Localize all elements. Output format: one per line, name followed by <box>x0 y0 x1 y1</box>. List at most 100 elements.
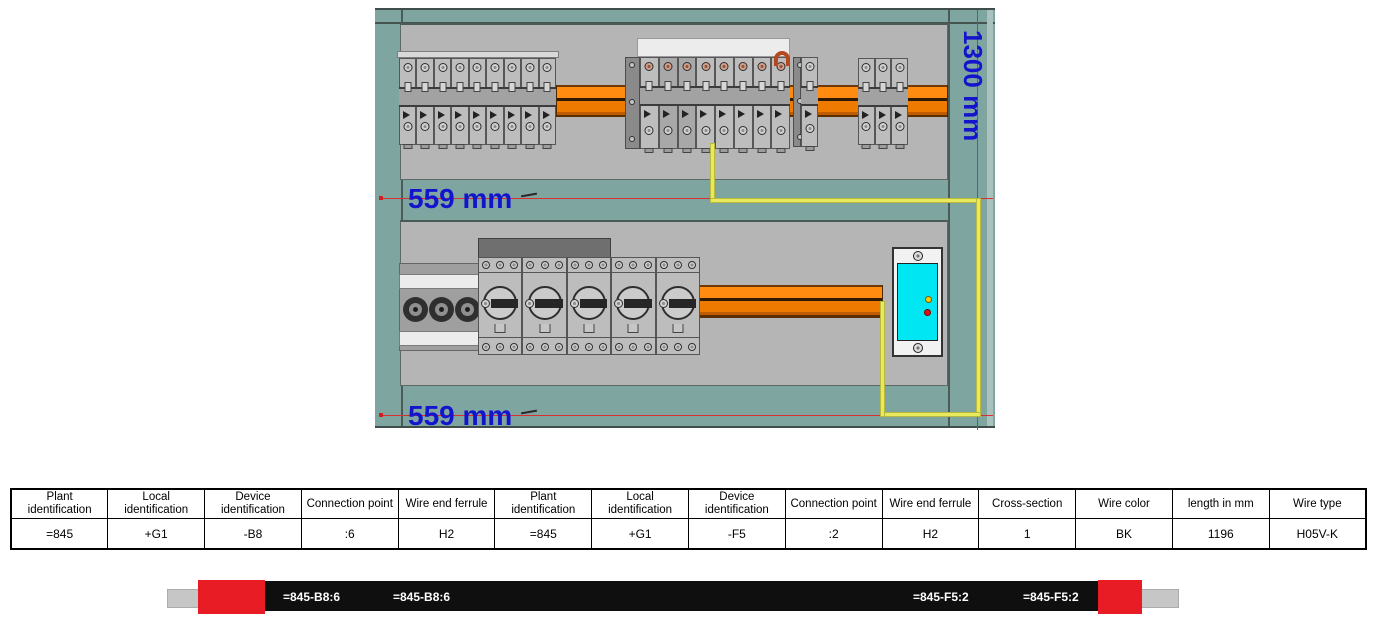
cell-length: 1196 <box>1171 518 1270 550</box>
lever-arrow-icon <box>681 110 689 118</box>
col-header: Connection point <box>300 488 399 520</box>
rotary-handle-bar <box>579 299 608 308</box>
din-clip <box>896 82 904 92</box>
bottom-terminals <box>523 343 565 351</box>
dimension-line-bottom <box>380 415 993 416</box>
table-header-row: Plant identification Local identificatio… <box>10 488 1367 520</box>
circuit-breaker-module <box>696 57 715 153</box>
cabinet-frame-edge <box>948 10 950 426</box>
lever-arrow-icon <box>805 110 812 118</box>
bottom-terminal-tab <box>682 148 692 153</box>
din-clip <box>404 82 412 92</box>
terminal-screw-icon <box>895 122 905 131</box>
lever-arrow-icon <box>437 111 445 119</box>
bottom-terminals <box>657 343 699 351</box>
circuit-breaker-module <box>538 58 556 149</box>
terminal-screw-icon <box>805 62 814 71</box>
cell-wire-type: H05V-K <box>1268 518 1367 550</box>
din-clip <box>758 81 766 91</box>
cable-gland-icon <box>429 297 454 322</box>
din-clip <box>777 81 785 91</box>
rotary-handle-bar <box>668 299 697 308</box>
col-header: Cross-section <box>978 488 1077 520</box>
cell-wire-color: BK <box>1075 518 1173 550</box>
screw-icon <box>481 299 490 308</box>
terminal-screw-icon <box>472 122 482 131</box>
din-clip <box>664 81 672 91</box>
lever-arrow-icon <box>756 110 764 118</box>
top-terminals <box>479 261 521 269</box>
circuit-breaker-module <box>858 58 875 149</box>
bottom-terminal-tab <box>490 144 500 149</box>
wire-route-segment <box>976 198 981 417</box>
wire-route-segment <box>880 301 885 417</box>
dimension-label-width-bottom: 559 mm <box>408 400 513 431</box>
comb-busbar-fork-icon <box>774 51 790 66</box>
din-clip <box>456 82 464 92</box>
wire-label: =845-F5:2 <box>913 590 969 604</box>
terminal-screw-icon <box>403 122 413 131</box>
dimension-tick <box>520 192 538 198</box>
terminal-screw-icon <box>663 62 673 71</box>
lever-arrow-icon <box>507 111 515 119</box>
terminal-screw-icon <box>805 124 814 133</box>
motor-starter-module <box>566 257 612 355</box>
lever-arrow-icon <box>644 110 651 118</box>
col-header: Device identification <box>687 488 786 520</box>
col-header: Connection point <box>784 488 883 520</box>
terminal-screw-icon <box>701 62 711 71</box>
cell-plant-id-source: =845 <box>10 518 109 550</box>
din-clip <box>421 82 429 92</box>
lever-arrow-icon <box>542 111 550 119</box>
bottom-terminal-tab <box>861 144 871 149</box>
motor-starter-module <box>655 257 701 355</box>
terminal-screw-icon <box>738 62 748 71</box>
dimension-endpoint <box>379 196 383 200</box>
terminal-screw-icon <box>525 63 535 72</box>
col-header: Wire end ferrule <box>881 488 980 520</box>
circuit-breaker-module <box>521 58 539 149</box>
terminal-screw-icon <box>420 63 430 72</box>
lever-arrow-icon <box>472 111 480 119</box>
terminal-screw-icon <box>757 62 767 71</box>
lever-arrow-icon <box>403 111 410 119</box>
terminal-screw-icon <box>455 122 465 131</box>
bottom-terminal-tab <box>805 146 814 151</box>
circuit-breaker-module <box>468 58 487 149</box>
rotary-handle-bar <box>624 299 652 308</box>
circuit-breaker-module <box>451 58 469 149</box>
bottom-terminal-tab <box>663 148 673 153</box>
cabinet-side-panel <box>987 10 993 426</box>
terminal-screw-icon <box>490 63 500 72</box>
din-clip <box>683 81 691 91</box>
dimension-endpoint <box>379 413 383 417</box>
din-clip <box>491 82 499 92</box>
din-clip <box>526 82 534 92</box>
panel-3d-view: 559 mm 559 mm 1300 mm <box>375 8 995 431</box>
cell-plant-id-target: =845 <box>494 518 593 550</box>
rotary-handle-bar <box>535 299 563 308</box>
col-header: length in mm <box>1171 488 1270 520</box>
terminal-screw-icon <box>861 63 871 72</box>
lever-arrow-icon <box>862 111 869 119</box>
din-clip <box>473 82 481 92</box>
circuit-breaker-module <box>733 57 753 153</box>
cell-connection-point-target: :2 <box>784 518 883 550</box>
screw-icon <box>614 299 624 308</box>
circuit-breaker-module <box>677 57 697 153</box>
dimension-label-height: 1300 mm <box>958 30 988 142</box>
terminal-screw-icon <box>507 122 517 131</box>
screw-icon <box>912 343 923 353</box>
screw-icon <box>569 299 579 308</box>
circuit-breaker-module <box>658 57 678 153</box>
wire-label: =845-B8:6 <box>393 590 451 604</box>
circuit-breaker-module <box>399 58 417 149</box>
circuit-breaker-module <box>715 57 734 153</box>
wire-route-segment <box>710 198 981 203</box>
dimension-label-width-top: 559 mm <box>408 183 513 214</box>
col-header: Wire color <box>1075 488 1173 520</box>
motor-starter-group <box>478 257 701 355</box>
col-header: Wire type <box>1268 488 1367 520</box>
busbar-cover-block <box>478 238 611 258</box>
bottom-terminal-tab <box>403 144 413 149</box>
